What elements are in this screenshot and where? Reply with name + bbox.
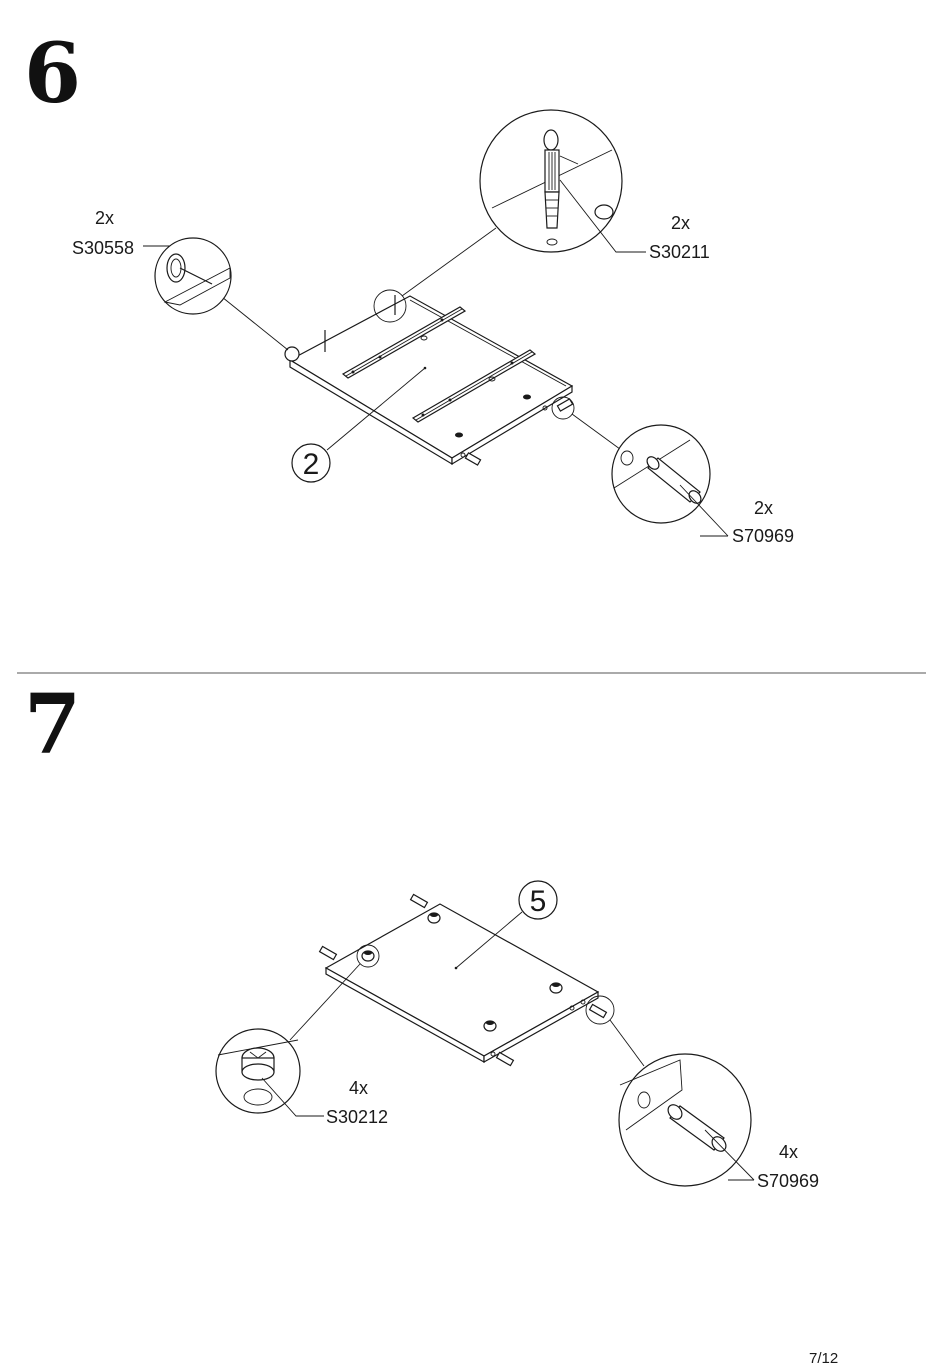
screw-dowel-icon xyxy=(491,129,614,246)
part-label-2: 2 xyxy=(291,367,426,483)
cam-locks xyxy=(361,912,563,1032)
drawer-bottom-panel xyxy=(284,289,575,466)
callout-part-number: S70969 xyxy=(757,1171,819,1191)
callout-qty: 2x xyxy=(95,208,114,228)
nail-icon xyxy=(163,253,231,306)
callout-part-number: S70969 xyxy=(732,526,794,546)
cam-lock-icon xyxy=(217,1039,299,1106)
drawer-runner-left xyxy=(341,306,467,379)
part-label-5: 5 xyxy=(455,880,558,969)
callout-qty: 4x xyxy=(349,1078,368,1098)
callout-s30211: 2x S30211 xyxy=(401,109,710,297)
step-7: 7 xyxy=(24,677,819,1191)
wooden-dowel-icon xyxy=(613,439,702,504)
edge-dowels xyxy=(318,893,608,1067)
page-number: 7/12 xyxy=(809,1350,838,1365)
callout-part-number: S30558 xyxy=(72,238,134,258)
callout-qty: 2x xyxy=(754,498,773,518)
callout-part-number: S30211 xyxy=(649,242,710,262)
callout-part-number: S30212 xyxy=(326,1107,388,1127)
callout-s30212: 4x S30212 xyxy=(215,963,388,1127)
callout-qty: 2x xyxy=(671,213,690,233)
step-7-number: 7 xyxy=(24,677,81,773)
part-number: 2 xyxy=(303,448,320,481)
edge-dowels xyxy=(460,398,574,466)
callout-s30558: 2x S30558 xyxy=(72,208,289,351)
callout-s70969-step7: 4x S70969 xyxy=(609,1019,819,1191)
drawer-front-panel xyxy=(318,893,615,1067)
drawer-runner-right xyxy=(411,349,537,423)
callout-s70969-step6: 2x S70969 xyxy=(571,413,794,546)
part-number: 5 xyxy=(530,885,547,918)
step-6: 6 xyxy=(24,26,794,546)
step-6-number: 6 xyxy=(24,26,81,122)
callout-qty: 4x xyxy=(779,1142,798,1162)
